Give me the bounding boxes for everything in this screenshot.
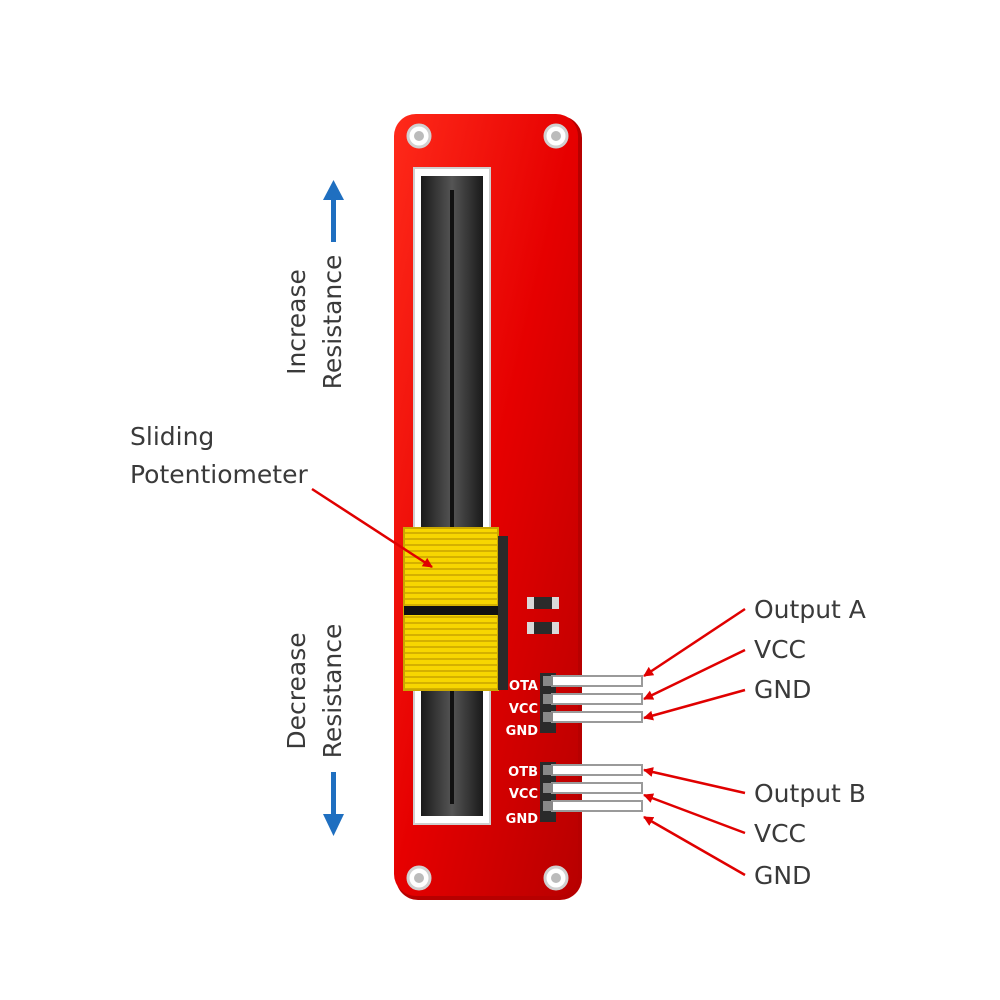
slider-callout-arrow (311, 487, 433, 569)
output-b-arrow (643, 767, 746, 795)
vcc-b-label: VCC (754, 819, 806, 848)
output-b-label: Output B (754, 779, 866, 808)
decrease-label-line1: Decrease (282, 632, 311, 749)
decrease-resistance-label: Decrease Resistance (282, 624, 347, 759)
vcc-a-label: VCC (754, 635, 806, 664)
gnd-b-arrow (643, 815, 746, 877)
vcc-b-arrow (643, 793, 746, 835)
pin-label-vcc-a: VCC (509, 702, 538, 717)
mounting-hole-icon (543, 865, 569, 891)
pin-label-gnd-a: GND (506, 724, 539, 739)
mounting-hole-icon (543, 123, 569, 149)
pin-label-otb: OTB (508, 765, 538, 780)
gnd-b-label: GND (754, 861, 811, 890)
pin-label-ota: OTA (509, 679, 538, 694)
vcc-a-arrow (643, 648, 746, 701)
pin-header-a (540, 673, 643, 733)
pin-label-gnd-b: GND (506, 812, 539, 827)
gnd-a-label: GND (754, 675, 811, 704)
increase-resistance-label: Increase Resistance (282, 255, 347, 390)
gnd-a-arrow (643, 688, 746, 721)
arrow-down-icon (323, 772, 344, 836)
arrow-up-icon (323, 180, 344, 242)
pin-header-b (540, 762, 643, 822)
output-a-label: Output A (754, 595, 866, 624)
increase-label-line2: Resistance (318, 255, 347, 390)
mounting-hole-icon (406, 865, 432, 891)
smd-component (527, 622, 559, 634)
slider-knob[interactable] (403, 527, 508, 691)
decrease-label-line2: Resistance (318, 624, 347, 759)
smd-component (527, 597, 559, 609)
slider-track (413, 167, 491, 825)
mounting-hole-icon (406, 123, 432, 149)
pin-label-vcc-b: VCC (509, 787, 538, 802)
slider-callout-line1: Sliding (130, 422, 214, 451)
output-a-arrow (643, 607, 746, 678)
increase-label-line1: Increase (282, 269, 311, 375)
slider-callout-line2: Potentiometer (130, 460, 308, 489)
